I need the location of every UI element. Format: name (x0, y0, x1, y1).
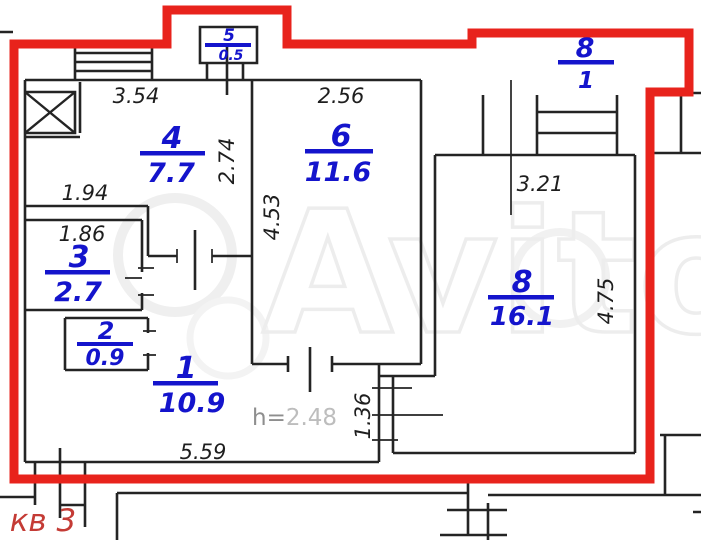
room-label-underline (153, 381, 218, 386)
dimension-2-74: 2.74 (215, 138, 239, 185)
room-label-underline (305, 149, 373, 154)
room-label-5: 5 0.5 (205, 26, 251, 64)
room-label-underline (205, 43, 251, 47)
watermark-text: Avito (262, 175, 701, 373)
dimension-5-59: 5.59 (180, 440, 227, 464)
room-number: 8 (512, 265, 533, 300)
dimension-4-75: 4.75 (594, 278, 618, 325)
room-number: 8 (576, 33, 595, 64)
room-label-8: 8 16.1 (488, 265, 554, 332)
watermark-circle (510, 228, 610, 328)
room-area: 10.9 (159, 388, 226, 419)
avito-watermark: Avito (113, 173, 701, 380)
room-label-3: 3 2.7 (45, 240, 110, 308)
room-label-2: 2 0.9 (77, 317, 133, 371)
room-area: 0.9 (86, 346, 125, 371)
walls (0, 25, 701, 540)
door-and-dimension-ticks (125, 80, 512, 441)
room-number: 1 (176, 351, 197, 386)
room-label-underline (558, 60, 614, 65)
room-label-6: 6 11.6 (305, 119, 373, 188)
room-labels: 5 0.5 8 1 4 7.7 6 11.6 3 2.7 2 0.9 (45, 26, 614, 419)
room-area: 16.1 (490, 302, 554, 332)
room-number: 4 (161, 121, 183, 156)
room-label-8-balcony: 8 1 (558, 33, 614, 94)
dimension-4-53: 4.53 (260, 194, 284, 241)
room-number: 2 (98, 317, 115, 345)
room-label-underline (45, 270, 110, 275)
room-label-1: 1 10.9 (153, 351, 225, 419)
ceiling-height-value: 2.48 (286, 405, 337, 431)
room-area: 7.7 (147, 158, 195, 189)
dimension-1-94: 1.94 (62, 181, 109, 205)
watermark-circle (186, 296, 270, 380)
room-label-underline (77, 342, 133, 346)
room-area: 11.6 (305, 157, 372, 188)
shaft-cross-icon (24, 91, 76, 134)
room-label-underline (140, 151, 205, 156)
dimension-2-56: 2.56 (318, 84, 365, 108)
dimension-3-54: 3.54 (113, 84, 160, 108)
dimension-1-36: 1.36 (351, 393, 375, 440)
room-area: 0.5 (219, 48, 244, 64)
ceiling-height-label: h=2.48 (252, 405, 337, 431)
room-number: 3 (69, 240, 90, 275)
room-number: 5 (223, 26, 235, 46)
room-label-4: 4 7.7 (140, 121, 205, 189)
room-area: 1 (578, 68, 594, 94)
ceiling-height-prefix: h= (252, 405, 286, 431)
dimension-1-86: 1.86 (59, 222, 106, 246)
room-area: 2.7 (54, 277, 102, 308)
dimension-labels: 3.54 2.56 1.94 1.86 2.74 4.53 3.21 4.75 … (59, 84, 618, 464)
room-number: 6 (331, 119, 352, 154)
dimension-3-21: 3.21 (517, 172, 564, 196)
apartment-outline (9, 5, 694, 484)
room-label-underline (488, 295, 554, 300)
apartment-number-label: кв 3 (10, 503, 77, 539)
